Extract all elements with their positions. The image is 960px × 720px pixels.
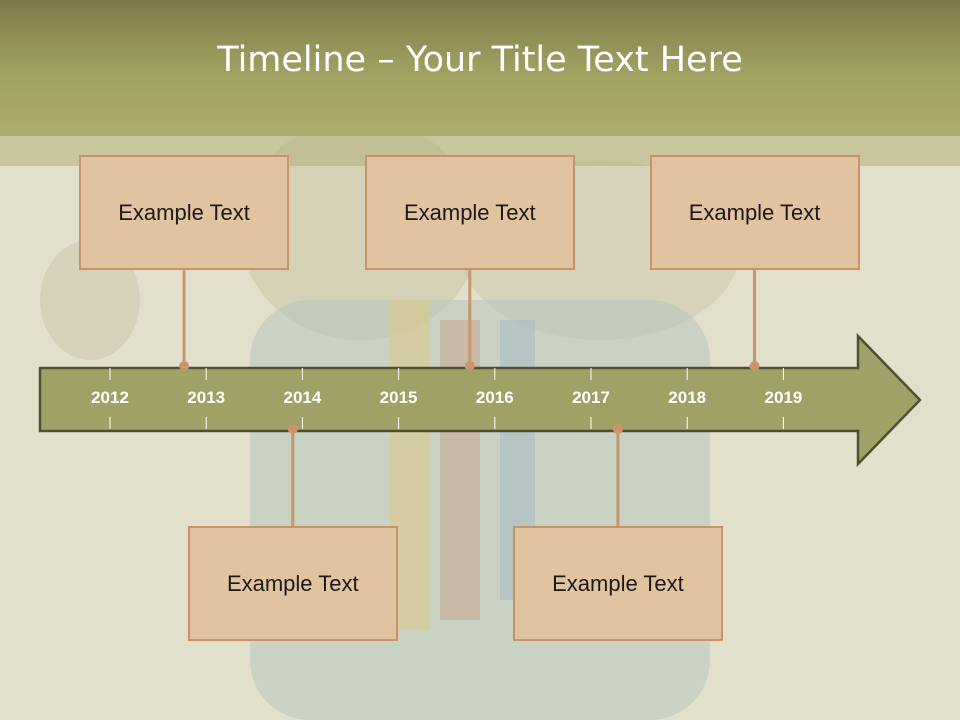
year-label: 2012 <box>91 388 129 407</box>
event-dot <box>612 424 623 434</box>
event-box: Example Text <box>364 155 575 270</box>
event-label: Example Text <box>688 199 821 225</box>
year-label: 2016 <box>476 388 514 407</box>
event-box: Example Text <box>512 526 723 641</box>
year-label: 2017 <box>572 388 610 407</box>
event-box: Example Text <box>79 155 290 270</box>
event-label: Example Text <box>403 199 536 225</box>
year-label: 2015 <box>380 388 418 407</box>
event-dot <box>179 361 190 371</box>
title-bar <box>0 0 960 136</box>
event-dot <box>464 361 475 371</box>
event-label: Example Text <box>552 570 684 596</box>
timeline-arrow <box>38 332 922 468</box>
event-box: Example Text <box>649 155 860 270</box>
year-label: 2018 <box>668 388 706 407</box>
event-label: Example Text <box>118 199 250 225</box>
event-label: Example Text <box>226 570 359 596</box>
year-label: 2014 <box>283 388 321 407</box>
event-box: Example Text <box>187 526 398 641</box>
event-dot <box>749 361 760 371</box>
year-label: 2019 <box>764 388 802 407</box>
year-label: 2013 <box>187 388 225 407</box>
event-dot <box>287 424 298 434</box>
slide-title: Timeline – Your Title Text Here <box>217 40 743 80</box>
